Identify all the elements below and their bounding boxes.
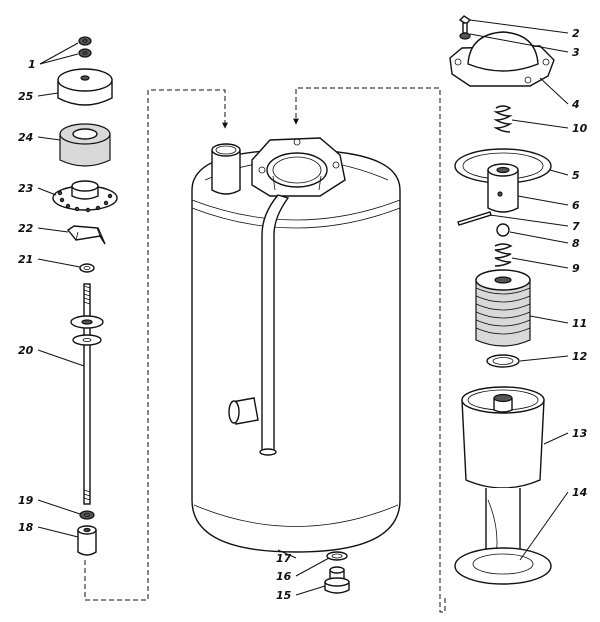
label-4: 4 bbox=[571, 98, 580, 111]
part-labels: 1 25 24 23 22 21 20 19 18 17 16 15 2 3 4… bbox=[18, 27, 588, 602]
part-4-dome-cover bbox=[449, 31, 555, 87]
label-16: 16 bbox=[276, 570, 292, 583]
label-24: 24 bbox=[18, 131, 33, 144]
assembly-path-left bbox=[84, 89, 228, 601]
part-10-spring bbox=[493, 105, 513, 133]
label-20: 20 bbox=[18, 344, 34, 357]
part-19-nut bbox=[79, 510, 95, 520]
part-16-gasket bbox=[326, 551, 348, 561]
part-13-filter-bowl bbox=[461, 386, 545, 489]
assembly-paths bbox=[84, 87, 446, 613]
label-3: 3 bbox=[572, 46, 580, 59]
label-14: 14 bbox=[572, 486, 587, 499]
label-10: 10 bbox=[572, 122, 588, 135]
label-21: 21 bbox=[18, 253, 33, 266]
label-22: 22 bbox=[18, 222, 34, 235]
label-17: 17 bbox=[276, 552, 292, 565]
part-12-gasket bbox=[486, 354, 520, 368]
label-9: 9 bbox=[572, 262, 580, 275]
label-13: 13 bbox=[572, 427, 588, 440]
part-6-valve-body bbox=[487, 163, 519, 213]
label-2: 2 bbox=[572, 27, 580, 40]
part-8-ball bbox=[496, 223, 510, 237]
label-18: 18 bbox=[18, 521, 34, 534]
label-7: 7 bbox=[572, 220, 580, 233]
part-11-filter-stack bbox=[475, 269, 531, 347]
part-2-3-screw bbox=[458, 15, 472, 40]
part-18-sleeve bbox=[77, 525, 97, 556]
part-1-nuts bbox=[78, 36, 92, 58]
label-19: 19 bbox=[18, 494, 34, 507]
label-5: 5 bbox=[572, 169, 580, 182]
assembly-path-right bbox=[293, 87, 446, 613]
label-12: 12 bbox=[572, 350, 588, 363]
label-25: 25 bbox=[18, 90, 34, 103]
part-14-stand-tube bbox=[454, 488, 552, 585]
part-20-rod bbox=[70, 283, 104, 505]
label-11: 11 bbox=[572, 317, 587, 330]
part-25-cap bbox=[57, 68, 113, 106]
label-1: 1 bbox=[28, 58, 36, 71]
label-6: 6 bbox=[572, 199, 580, 212]
part-24-filter-pad bbox=[59, 123, 111, 167]
tank-body bbox=[191, 137, 401, 553]
part-7-pin bbox=[457, 211, 492, 226]
leader-lines bbox=[37, 19, 569, 596]
label-8: 8 bbox=[572, 237, 580, 250]
label-15: 15 bbox=[276, 589, 292, 602]
label-23: 23 bbox=[18, 182, 34, 195]
part-21-washer bbox=[79, 263, 95, 273]
part-9-spring bbox=[494, 243, 513, 267]
part-22-spring-clip bbox=[66, 225, 106, 245]
part-23-perforated-disc bbox=[52, 180, 118, 213]
part-15-drain-plug bbox=[324, 566, 350, 594]
